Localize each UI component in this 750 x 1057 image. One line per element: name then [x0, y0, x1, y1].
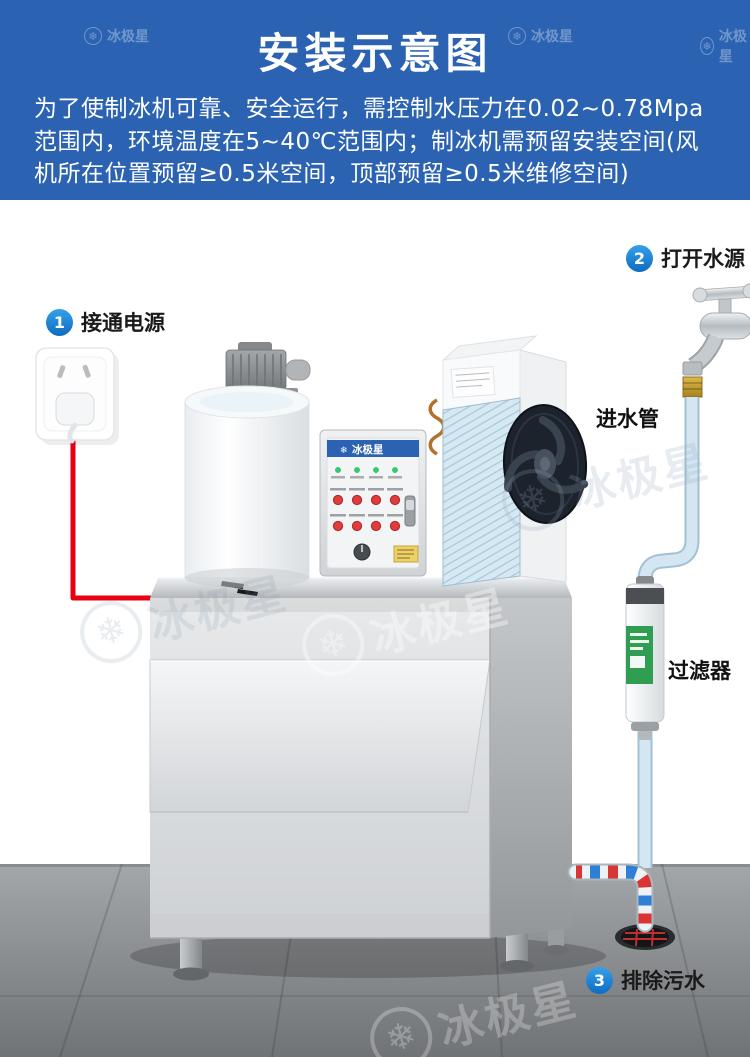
step-2-badge: 2: [626, 244, 653, 272]
condenser-fan: [502, 404, 589, 524]
step-3-drain-waste: 3 排除污水: [586, 965, 705, 995]
step-2-open-water: 2 打开水源: [626, 243, 745, 273]
step-1-connect-power: 1 接通电源: [46, 307, 165, 337]
power-plug: [55, 392, 95, 426]
water-faucet[interactable]: [682, 283, 750, 398]
power-cable: [70, 438, 166, 601]
step-3-badge: 3: [586, 966, 613, 994]
ice-storage-bin: [149, 577, 572, 981]
water-filter: [625, 576, 665, 740]
filter-label: 过滤器: [668, 659, 731, 683]
indicator-lights: [331, 467, 402, 479]
installation-scene: ❄ 冰极星: [0, 200, 750, 1057]
inlet-pipe-label: 进水管: [596, 407, 659, 431]
panel-brand-label: 冰极星: [352, 443, 384, 456]
machine-legs: [173, 922, 569, 981]
machine-illustration: ❄ 冰极星: [0, 283, 750, 1057]
drain-pipe: [567, 863, 654, 933]
step-2-label: 打开水源: [661, 247, 745, 271]
machine-shadow: [130, 934, 606, 978]
condenser-coil: [442, 397, 521, 587]
step-1-label: 接通电源: [81, 311, 165, 335]
brass-fitting: [682, 376, 703, 398]
floor-drain: [615, 924, 675, 950]
step-3-label: 排除污水: [621, 969, 705, 993]
header: ❄ 冰极星 ❄ 冰极星 ❄ 冰极星 安装示意图 为了使制冰机可靠、安全运行，需控…: [0, 0, 750, 200]
condenser-unit: [428, 335, 589, 587]
page-title: 安装示意图: [257, 29, 493, 78]
evaporator-drum: [184, 385, 310, 588]
step-1-badge: 1: [46, 308, 73, 336]
wall-socket: [35, 347, 119, 445]
panel-buttons[interactable]: [330, 488, 403, 532]
header-description: 为了使制冰机可靠、安全运行，需控制水压力在0.02~0.78Mpa范围内，环境温…: [34, 96, 704, 188]
inlet-pipe: [637, 397, 700, 868]
spec-sticker: [450, 366, 496, 398]
copper-pipe: [428, 398, 446, 456]
snowflake-icon: ❄: [340, 446, 348, 456]
control-panel: ❄ 冰极星: [319, 429, 427, 577]
